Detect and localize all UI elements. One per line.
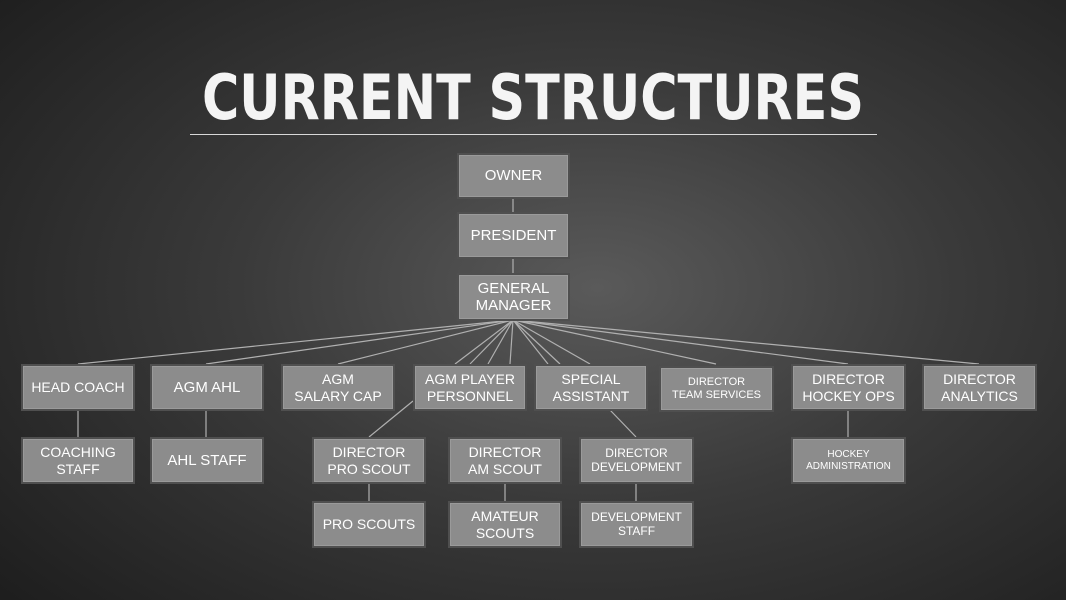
line-gm-director-hockey-ops: [512, 319, 849, 365]
line-player-personnel-pro-scout: [368, 400, 414, 438]
node-president: PRESIDENT: [457, 212, 570, 259]
line-gm-special-assistant-3: [512, 319, 591, 365]
node-director-analytics: DIRECTOR ANALYTICS: [922, 364, 1037, 411]
page-title: CURRENT STRUCTURES: [201, 61, 865, 134]
line-gm-agm-ahl: [205, 319, 514, 365]
node-pro-scouts: PRO SCOUTS: [312, 501, 426, 548]
line-gm-director-analytics: [512, 319, 980, 365]
node-director-team-services: DIRECTOR TEAM SERVICES: [659, 366, 774, 412]
node-hockey-administration: HOCKEY ADMINISTRATION: [791, 437, 906, 484]
node-ahl-staff: AHL STAFF: [150, 437, 264, 484]
node-development-staff: DEVELOPMENT STAFF: [579, 501, 694, 548]
node-amateur-scouts: AMATEUR SCOUTS: [448, 501, 562, 548]
node-director-development: DIRECTOR DEVELOPMENT: [579, 437, 694, 484]
node-agm-ahl: AGM AHL: [150, 364, 264, 411]
node-coaching-staff: COACHING STAFF: [21, 437, 135, 484]
line-gm-special-assistant-1: [512, 319, 549, 365]
node-director-hockey-ops: DIRECTOR HOCKEY OPS: [791, 364, 906, 411]
node-director-am-scout: DIRECTOR AM SCOUT: [448, 437, 562, 484]
node-general-manager: GENERAL MANAGER: [457, 273, 570, 321]
node-agm-salary-cap: AGM SALARY CAP: [281, 364, 395, 411]
node-director-pro-scout: DIRECTOR PRO SCOUT: [312, 437, 426, 484]
title-underline: [190, 134, 877, 135]
line-special-assistant-development: [609, 409, 637, 438]
line-gm-director-team-services: [512, 319, 717, 365]
line-gm-special-assistant-2: [512, 319, 561, 365]
line-gm-agm-player-personnel-2: [469, 319, 514, 365]
node-owner: OWNER: [457, 153, 570, 199]
line-gm-agm-salary-cap: [337, 319, 514, 365]
line-gm-agm-player-personnel-3: [487, 319, 514, 365]
node-head-coach: HEAD COACH: [21, 364, 135, 411]
line-gm-agm-player-personnel-1: [454, 319, 514, 365]
node-agm-player-personnel: AGM PLAYER PERSONNEL: [413, 364, 527, 411]
line-gm-am-scout: [509, 319, 514, 365]
line-gm-head-coach: [77, 319, 514, 365]
node-special-assistant: SPECIAL ASSISTANT: [534, 364, 648, 411]
